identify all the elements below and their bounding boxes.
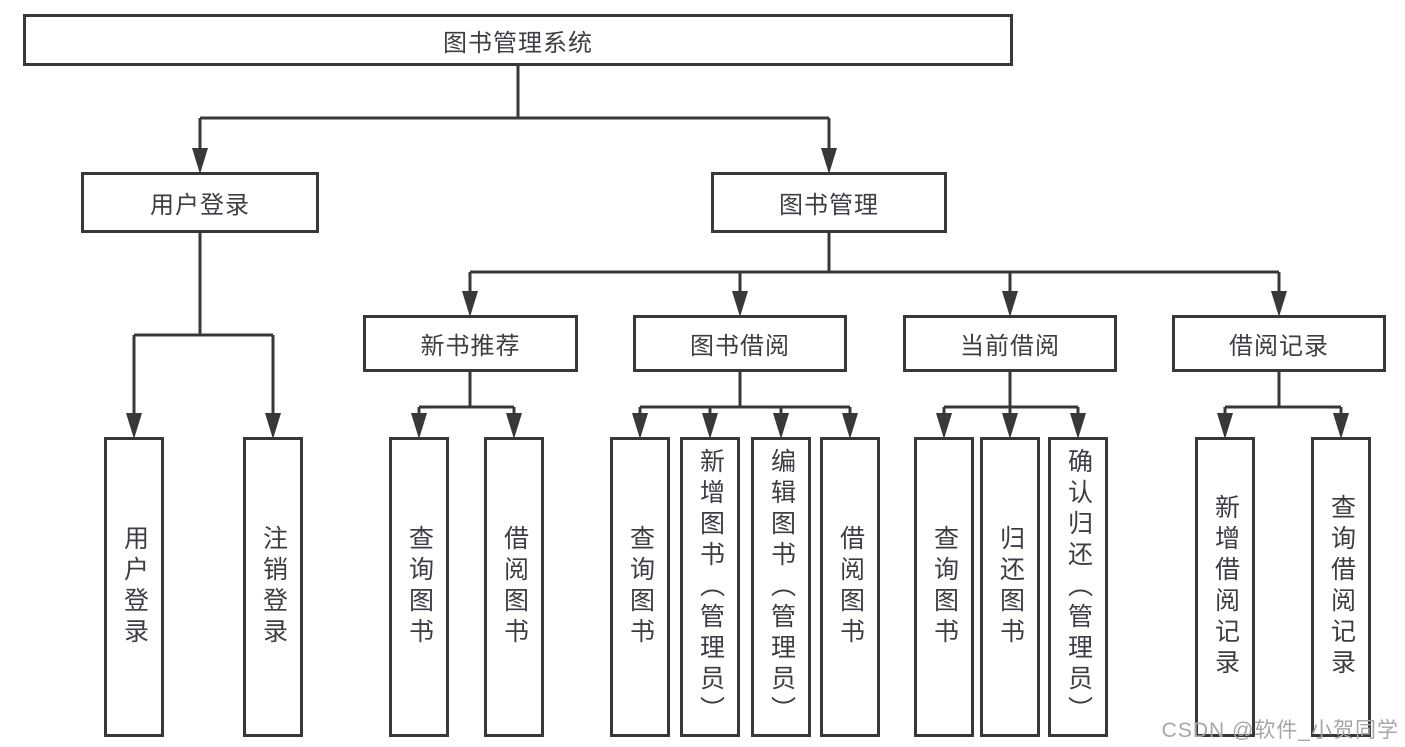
leaf-query-books-recommend: 查询图书	[389, 437, 449, 737]
node-book-management: 图书管理	[711, 172, 947, 233]
node-borrowing-records: 借阅记录	[1172, 315, 1386, 372]
watermark: CSDN @软件_小贺同学	[1161, 719, 1399, 742]
leaf-query-borrow-record: 查询借阅记录	[1311, 437, 1371, 737]
leaf-query-books-borrowing: 查询图书	[610, 437, 670, 737]
leaf-edit-book-admin: 编辑图书（管理员）	[751, 437, 811, 737]
leaf-confirm-return-admin: 确认归还（管理员）	[1048, 437, 1108, 737]
leaf-borrow-books-borrowing: 借阅图书	[820, 437, 880, 737]
node-book-management-system: 图书管理系统	[23, 14, 1013, 66]
leaf-query-books-current: 查询图书	[914, 437, 974, 737]
leaf-logout: 注销登录	[243, 437, 303, 737]
leaf-user-login: 用户登录	[104, 437, 164, 737]
node-user-login: 用户登录	[81, 172, 319, 233]
node-new-book-recommend: 新书推荐	[363, 315, 578, 372]
node-book-borrowing: 图书借阅	[633, 315, 847, 372]
leaf-borrow-books-recommend: 借阅图书	[484, 437, 544, 737]
node-current-borrowing: 当前借阅	[903, 315, 1117, 372]
leaf-add-book-admin: 新增图书（管理员）	[680, 437, 740, 737]
leaf-add-borrow-record: 新增借阅记录	[1195, 437, 1255, 737]
leaf-return-books: 归还图书	[980, 437, 1040, 737]
